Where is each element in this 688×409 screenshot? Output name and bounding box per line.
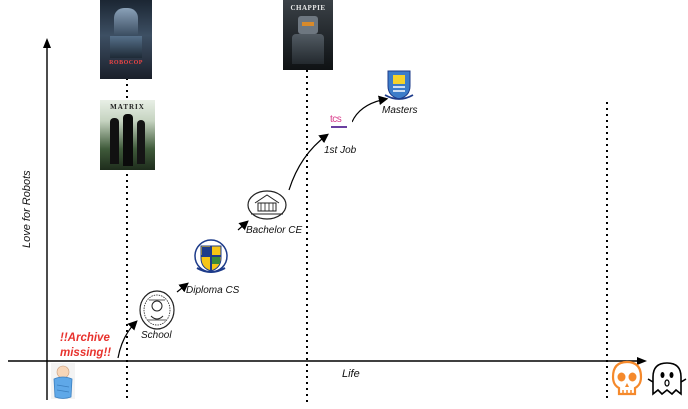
tcs-logo-text: tcs	[330, 114, 342, 125]
arrow-diploma-to-bachelor	[237, 220, 249, 231]
diploma-crest-icon	[194, 239, 228, 273]
y-axis-arrowhead	[43, 38, 51, 48]
masters-label: Masters	[382, 105, 418, 116]
chappie-poster-title: CHAPPIE	[290, 4, 326, 12]
robocop-poster-title: ROBOCOP	[109, 60, 143, 66]
x-axis-arrowhead	[637, 357, 647, 365]
masters-crest-icon	[384, 70, 414, 100]
y-axis-label: Love for Robots	[21, 170, 33, 248]
matrix-poster: MATRIX	[100, 100, 155, 170]
archive-missing-line2: missing!!	[60, 347, 112, 359]
archive-missing-annotation: !!Archive missing!!	[60, 331, 111, 361]
archive-missing-line1: !!Archive	[60, 332, 110, 344]
ghost-icon	[647, 362, 687, 396]
robocop-poster: ROBOCOP	[100, 0, 152, 79]
arrow-school-to-diploma	[176, 282, 189, 293]
matrix-poster-title: MATRIX	[110, 103, 145, 111]
chappie-poster: CHAPPIE	[283, 0, 333, 70]
arrow-archive-to-school	[117, 320, 138, 359]
skull-icon	[611, 360, 643, 396]
arrow-bachelor-to-job	[288, 133, 329, 191]
school-label: School	[141, 330, 172, 341]
bachelor-label: Bachelor CE	[246, 225, 303, 236]
arrow-job-to-masters	[351, 95, 389, 123]
job-label: 1st Job	[324, 145, 357, 156]
x-axis-label: Life	[342, 368, 360, 380]
school-crest-icon	[139, 290, 175, 330]
diploma-label: Diploma CS	[186, 285, 240, 296]
baby-icon	[51, 363, 75, 399]
bachelor-seal-icon	[247, 190, 287, 220]
tcs-logo: tcs	[328, 114, 352, 132]
